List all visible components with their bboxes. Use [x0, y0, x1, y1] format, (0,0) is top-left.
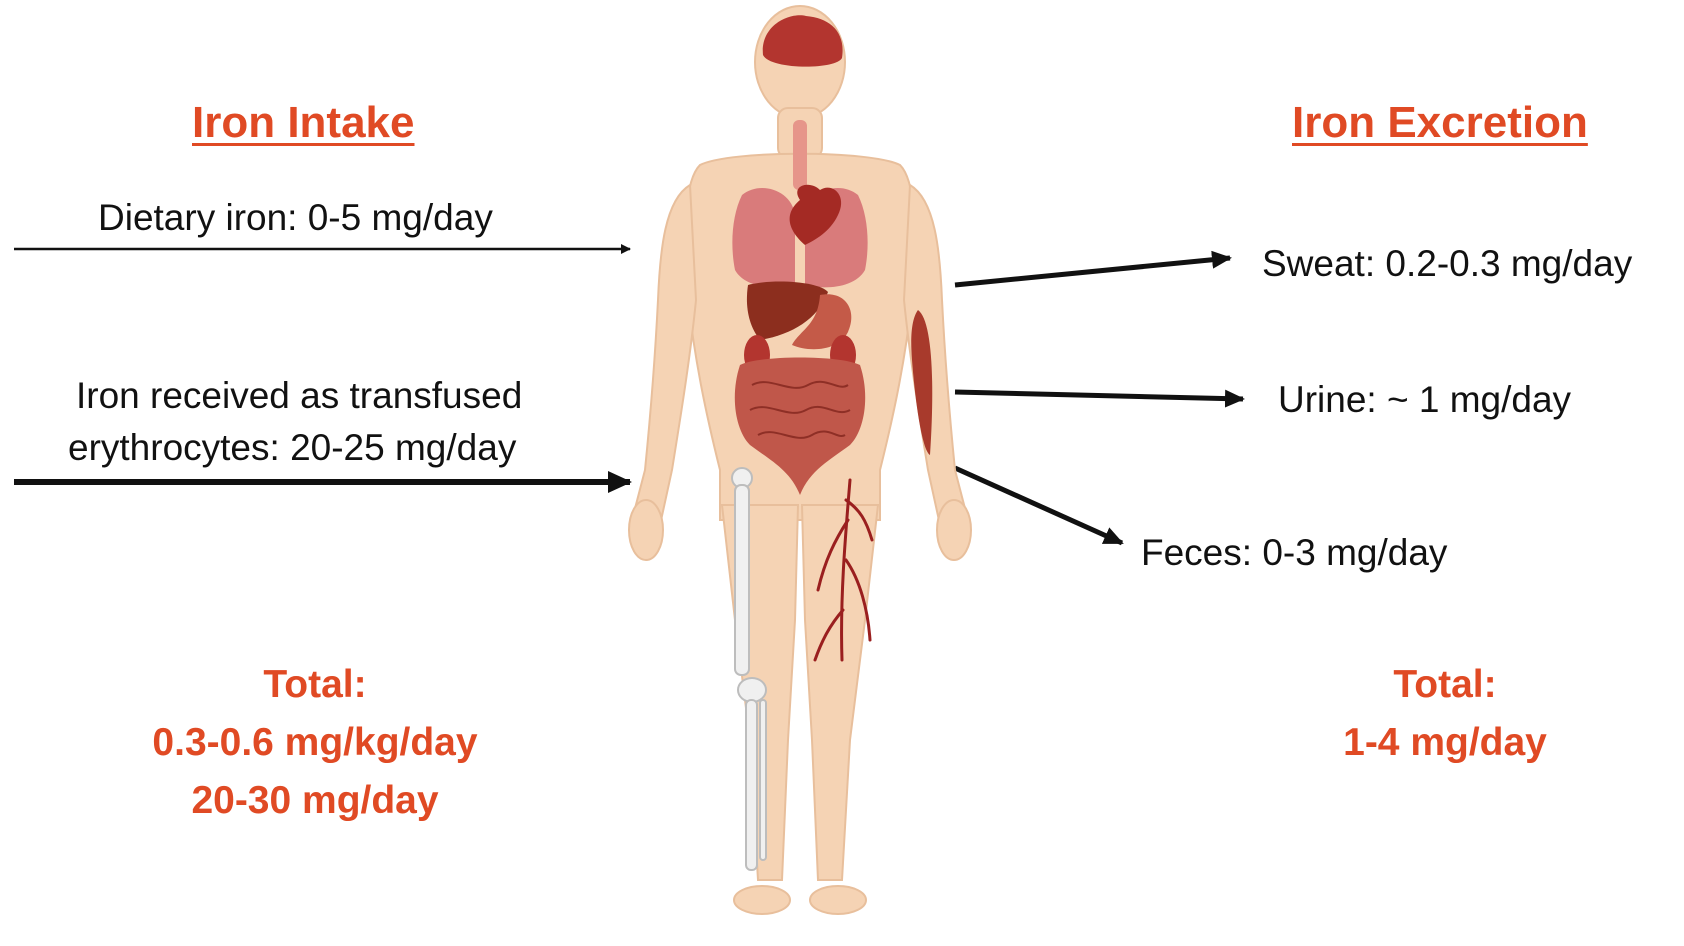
right-leg: [802, 505, 878, 880]
human-body-illustration: [629, 6, 971, 914]
right-hand: [937, 500, 971, 560]
left-foot: [734, 886, 790, 914]
urine-arrow: [955, 392, 1243, 399]
sweat-arrow: [955, 258, 1230, 285]
left-hand: [629, 500, 663, 560]
feces-arrow: [955, 468, 1122, 543]
trachea-icon: [793, 120, 807, 190]
left-arm: [632, 185, 696, 525]
right-foot: [810, 886, 866, 914]
